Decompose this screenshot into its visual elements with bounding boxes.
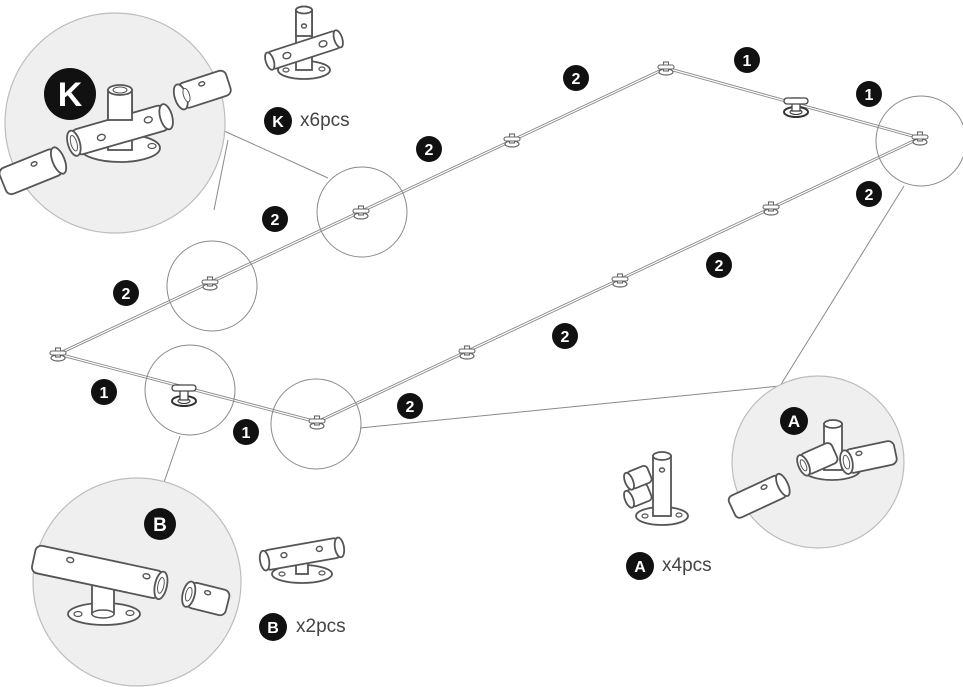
callout-a [727,375,905,549]
svg-text:2: 2 [865,187,874,204]
segment-badge-1: 1 [734,47,760,73]
segment-badge-2: 2 [262,206,288,232]
svg-text:A: A [788,412,800,431]
segment-badge-2: 2 [397,393,423,419]
svg-text:2: 2 [271,212,280,229]
svg-text:1: 1 [865,87,874,104]
part-b-count: x2pcs [296,616,346,637]
callout-b-badge: B [144,508,176,540]
leader-lines [159,129,905,495]
frame-b-connector-left [171,384,197,407]
connector-k-icon [264,5,344,80]
segment-badge-2: 2 [563,65,589,91]
segment-badge-2: 2 [856,181,882,207]
svg-text:2: 2 [572,71,581,88]
part-k-count: x6pcs [300,110,350,131]
svg-text:2: 2 [561,329,570,346]
part-b-badge: B [259,613,287,641]
joint-corner-top [657,61,675,76]
segment-badge-2: 2 [113,280,139,306]
svg-text:K: K [58,76,83,114]
magnifier-a-right [875,95,963,187]
svg-text:1: 1 [100,385,109,402]
svg-text:2: 2 [715,258,724,275]
svg-text:2: 2 [406,399,415,416]
callout-k [0,12,232,234]
svg-text:1: 1 [743,53,752,70]
svg-text:A: A [634,559,646,576]
segment-badge-1: 1 [856,81,882,107]
magnifier-a-bottom [270,378,362,470]
connector-a-icon [623,451,689,526]
svg-text:B: B [153,515,167,536]
joint-k-3 [503,133,521,148]
segment-badge-2: 2 [552,323,578,349]
callout-a-badge: A [780,407,808,435]
part-a-count: x4pcs [662,555,712,576]
callout-k-badge: K [44,68,96,120]
segment-badge-1: 1 [91,379,117,405]
svg-text:2: 2 [122,286,131,303]
svg-text:K: K [272,114,284,131]
frame-b-connector-top [783,97,809,118]
magnifier-b [144,344,236,436]
part-k-badge: K [264,107,292,135]
segment-badge-1: 1 [233,419,259,445]
svg-text:B: B [267,620,279,637]
svg-text:1: 1 [242,425,251,442]
magnifier-k-upper [316,166,408,258]
segment-badge-2: 2 [416,136,442,162]
magnifier-circles [144,95,963,470]
part-a-badge: A [626,552,654,580]
magnifier-k-lower [166,240,258,332]
segment-badge-2: 2 [706,252,732,278]
connector-b-icon [258,536,346,584]
joint-corner-right [911,131,929,146]
callout-b [31,477,242,687]
svg-text:2: 2 [425,142,434,159]
segment-badges: 1 1 1 1 2 2 2 2 2 2 2 2 [91,47,882,445]
